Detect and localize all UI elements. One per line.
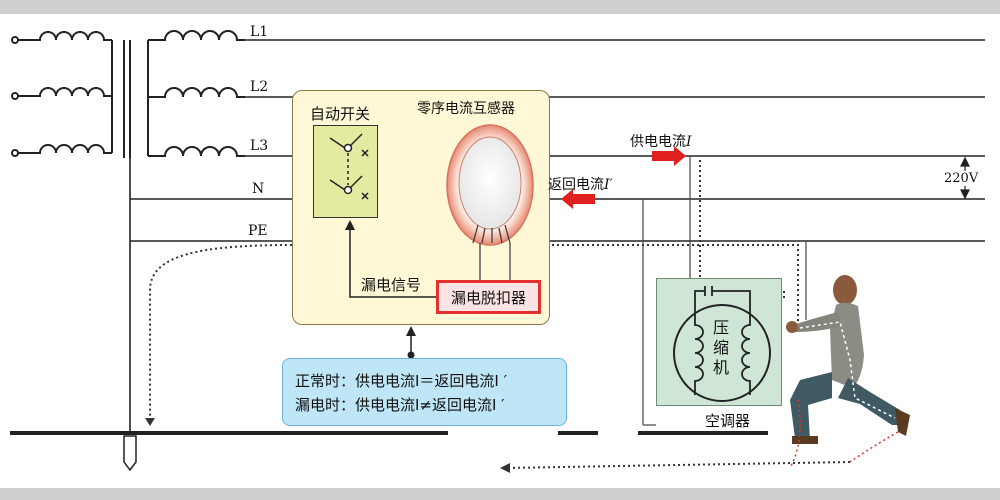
ac-wires	[642, 156, 807, 426]
supply-current-text: 供电电流	[630, 134, 686, 150]
compressor-char-2: 缩	[712, 338, 729, 357]
ct-label: 零序电流互感器	[417, 101, 515, 117]
transformer-secondary	[147, 30, 245, 157]
auto-switch-label: 自动开关	[310, 105, 371, 123]
ct-core-hole	[458, 136, 522, 230]
compressor-char-1: 压	[712, 318, 729, 337]
line-label-l1: L1	[250, 24, 269, 40]
info-box: 正常时：供电电流I＝返回电流I ′ 漏电时：供电电流I≠返回电流I ′	[282, 358, 567, 426]
leak-signal-label: 漏电信号	[361, 276, 422, 294]
leak-signal-path	[349, 228, 436, 298]
supply-current-var: I	[686, 134, 692, 150]
line-label-n: N	[252, 181, 265, 197]
info-normal: 正常时：供电电流I＝返回电流I ′	[295, 372, 508, 390]
bottom-band	[0, 488, 1000, 500]
line-label-pe: PE	[248, 223, 268, 239]
top-band	[0, 0, 1000, 14]
line-label-l2: L2	[250, 79, 269, 95]
transformer-primary	[11, 31, 113, 157]
return-current-text: 返回电流	[548, 177, 604, 193]
compressor-char-3: 机	[712, 358, 729, 377]
compressor-coils	[694, 286, 751, 395]
compressor-label: 压 缩 机	[711, 318, 731, 378]
supply-current-label: 供电电流I	[630, 131, 692, 151]
trip-label: 漏电脱扣器	[450, 288, 526, 307]
ct-winding	[472, 224, 511, 280]
ground-current-path	[789, 399, 899, 469]
compressor-circle	[673, 304, 771, 402]
leakage-trip-box: 漏电脱扣器	[436, 280, 541, 314]
leak-arrow-left	[500, 463, 510, 473]
body-current-path	[799, 321, 896, 419]
leak-arrow-down	[145, 418, 155, 426]
current-arrows	[561, 146, 686, 209]
line-label-l3: L3	[250, 138, 269, 154]
ac-label: 空调器	[705, 412, 751, 430]
supply-current-arrow	[652, 146, 686, 166]
return-current-arrow	[561, 189, 595, 209]
ground	[10, 431, 768, 472]
return-current-label: 返回电流I′	[548, 174, 613, 194]
transformer-core	[123, 40, 131, 158]
return-current-var: I′	[604, 177, 613, 193]
person-icon	[786, 275, 910, 444]
info-leak: 漏电时：供电电流I≠返回电流I ′	[295, 396, 505, 414]
voltage-label: 220V	[944, 171, 979, 186]
auto-switch-box	[313, 125, 378, 218]
